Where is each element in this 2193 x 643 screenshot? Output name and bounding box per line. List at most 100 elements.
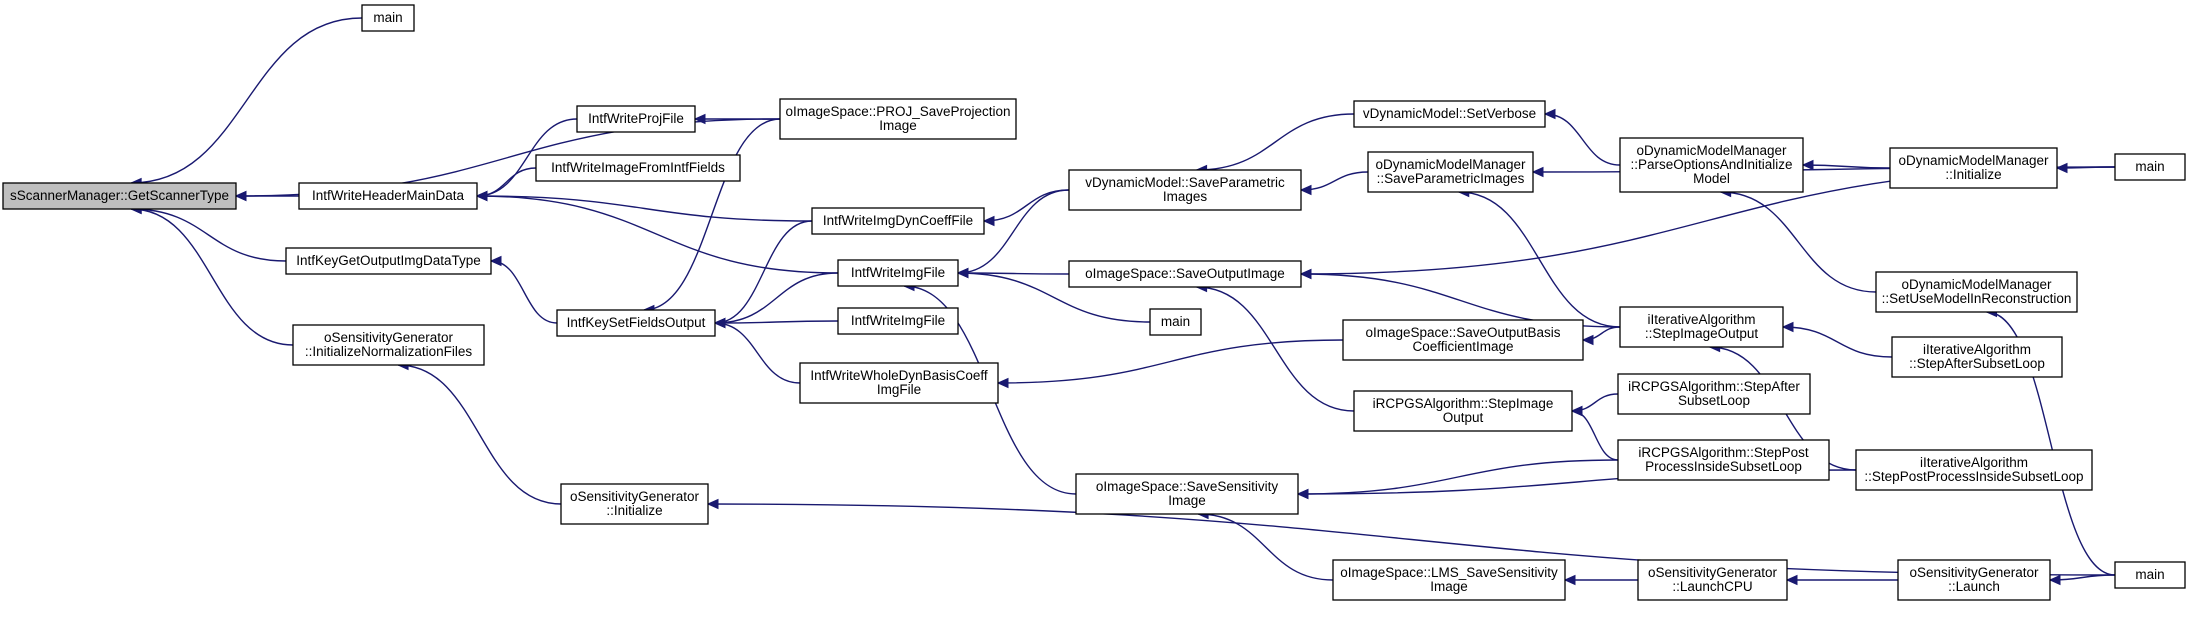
node-intfwriteprojfile[interactable]: IntfWriteProjFile (576, 105, 696, 133)
node-ircpgsalgorithm-stepafter-subsetloop[interactable]: iRCPGSAlgorithm::StepAfterSubsetLoop (1617, 373, 1811, 415)
node-label: ::SaveParametricImages (1377, 171, 1525, 186)
node-iiterativealgorithm-stepaftersubsetloop[interactable]: iIterativeAlgorithm::StepAfterSubsetLoop (1891, 336, 2063, 378)
edge-n12-to-n7 (714, 320, 839, 324)
node-box (837, 307, 959, 335)
edge-n34-to-n29 (1986, 311, 2116, 576)
edge-n15-to-n10 (983, 189, 1070, 222)
edge-n22-to-n17 (1198, 513, 1334, 581)
arrowhead (234, 190, 247, 202)
node-osensitivitygenerator-initializenormalizationfiles[interactable]: oSensitivityGenerator::InitializeNormali… (292, 324, 485, 366)
edge-n20-to-n13 (997, 339, 1344, 384)
arrowhead (1296, 488, 1309, 500)
node-label: oSensitivityGenerator (570, 489, 700, 504)
node-box (1619, 137, 1804, 193)
node-label: ::Launch (1948, 579, 2000, 594)
node-ircpgsalgorithm-steppost-processinsidesubsetloop[interactable]: iRCPGSAlgorithm::StepPostProcessInsideSu… (1617, 439, 1830, 481)
node-box (1637, 559, 1788, 601)
node-box (560, 483, 709, 525)
node-main[interactable]: main (361, 4, 415, 32)
node-box (1353, 100, 1546, 128)
node-label: main (2135, 567, 2164, 582)
node-iiterativealgorithm-steppostprocessinsidesubsetloop[interactable]: iIterativeAlgorithm::StepPostProcessInsi… (1855, 449, 2093, 491)
node-box (576, 105, 696, 133)
arrowhead (1531, 166, 1544, 178)
node-box (1617, 373, 1811, 415)
node-box (799, 362, 999, 404)
node-intfwriteimgfile[interactable]: IntfWriteImgFile (837, 259, 959, 287)
node-odynamicmodelmanager-saveparametricimages[interactable]: oDynamicModelManager::SaveParametricImag… (1367, 151, 1534, 193)
arrowhead (1299, 268, 1312, 280)
edge-n3-to-n0 (131, 208, 287, 262)
node-label: oDynamicModelManager (1636, 143, 1787, 158)
node-label: iIterativeAlgorithm (1920, 455, 2028, 470)
node-label: vDynamicModel::SetVerbose (1363, 106, 1536, 121)
node-label: oImageSpace::PROJ_SaveProjection (785, 104, 1010, 119)
node-oimagespace-saveoutputimage[interactable]: oImageSpace::SaveOutputImage (1068, 260, 1302, 288)
edge-n29-to-n23 (1720, 191, 1877, 293)
node-intfwriteimgfile[interactable]: IntfWriteImgFile (837, 307, 959, 335)
arrowhead (475, 190, 488, 202)
node-label: IntfWriteHeaderMainData (312, 188, 465, 203)
node-box (285, 247, 492, 275)
arrowhead (706, 498, 719, 510)
node-box (556, 309, 716, 337)
node-label: iRCPGSAlgorithm::StepImage (1373, 396, 1554, 411)
arrowhead (1570, 405, 1583, 417)
node-vdynamicmodel-setverbose[interactable]: vDynamicModel::SetVerbose (1353, 100, 1546, 128)
node-label: oSensitivityGenerator (1909, 565, 2039, 580)
node-box (1891, 336, 2063, 378)
node-intfwriteimagefromintffields[interactable]: IntfWriteImageFromIntfFields (535, 154, 741, 182)
node-label: oImageSpace::SaveOutputBasis (1365, 325, 1560, 340)
node-sscannermanager-getscannertype[interactable]: sScannerManager::GetScannerType (2, 182, 237, 210)
node-odynamicmodelmanager-initialize[interactable]: oDynamicModelManager::Initialize (1889, 147, 2058, 189)
node-label: Output (1443, 410, 1484, 425)
node-box (837, 259, 959, 287)
node-intfwriteheadermaindata[interactable]: IntfWriteHeaderMainData (298, 182, 478, 210)
node-main[interactable]: main (2114, 153, 2186, 181)
node-iiterativealgorithm-stepimageoutput[interactable]: iIterativeAlgorithm::StepImageOutput (1619, 306, 1784, 348)
node-label: main (373, 10, 402, 25)
node-ircpgsalgorithm-stepimage-output[interactable]: iRCPGSAlgorithm::StepImageOutput (1353, 390, 1573, 432)
node-osensitivitygenerator-initialize[interactable]: oSensitivityGenerator::Initialize (560, 483, 709, 525)
node-box (811, 207, 985, 235)
node-odynamicmodelmanager-setusemodelinreconstruction[interactable]: oDynamicModelManager::SetUseModelInRecon… (1875, 271, 2078, 313)
node-label: oSensitivityGenerator (1648, 565, 1778, 580)
arrowhead (2055, 162, 2068, 174)
arrowhead (1543, 108, 1556, 120)
node-intfkeysetfieldsoutput[interactable]: IntfKeySetFieldsOutput (556, 309, 716, 337)
node-box (2, 182, 237, 210)
node-intfwriteimgdyncoefffile[interactable]: IntfWriteImgDynCoeffFile (811, 207, 985, 235)
edge-n10-to-n2 (476, 195, 813, 222)
arrowhead (1801, 159, 1814, 171)
node-label: Image (879, 118, 917, 133)
edge-n26-to-n17 (1297, 459, 1619, 495)
node-box (779, 98, 1017, 140)
node-osensitivitygenerator-launch[interactable]: oSensitivityGenerator::Launch (1897, 559, 2051, 601)
node-vdynamicmodel-saveparametric-images[interactable]: vDynamicModel::SaveParametricImages (1068, 169, 1302, 211)
arrowhead (1781, 321, 1794, 333)
node-box (361, 4, 415, 32)
node-label: IntfWriteWholeDynBasisCoeff (810, 368, 988, 383)
node-box (1149, 308, 1202, 336)
node-intfkeygetoutputimgdatatype[interactable]: IntfKeyGetOutputImgDataType (285, 247, 492, 275)
node-box (2114, 153, 2186, 181)
node-label: main (1161, 314, 1190, 329)
arrowhead (693, 113, 706, 125)
node-odynamicmodelmanager-parseoptionsandinitialize-model[interactable]: oDynamicModelManager::ParseOptionsAndIni… (1619, 137, 1804, 193)
node-label: IntfWriteProjFile (588, 111, 684, 126)
edge-n34-to-n8 (707, 503, 2116, 576)
edge-n7-to-n3 (490, 260, 558, 324)
node-label: ::SetUseModelInReconstruction (1882, 291, 2072, 306)
node-osensitivitygenerator-launchcpu[interactable]: oSensitivityGenerator::LaunchCPU (1637, 559, 1788, 601)
node-main[interactable]: main (2114, 561, 2186, 589)
node-main[interactable]: main (1149, 308, 1202, 336)
arrowhead (1299, 184, 1312, 196)
node-box (1342, 319, 1584, 361)
node-label: ProcessInsideSubsetLoop (1645, 459, 1802, 474)
node-oimagespace-saveoutputbasis-coefficientimage[interactable]: oImageSpace::SaveOutputBasisCoefficientI… (1342, 319, 1584, 361)
